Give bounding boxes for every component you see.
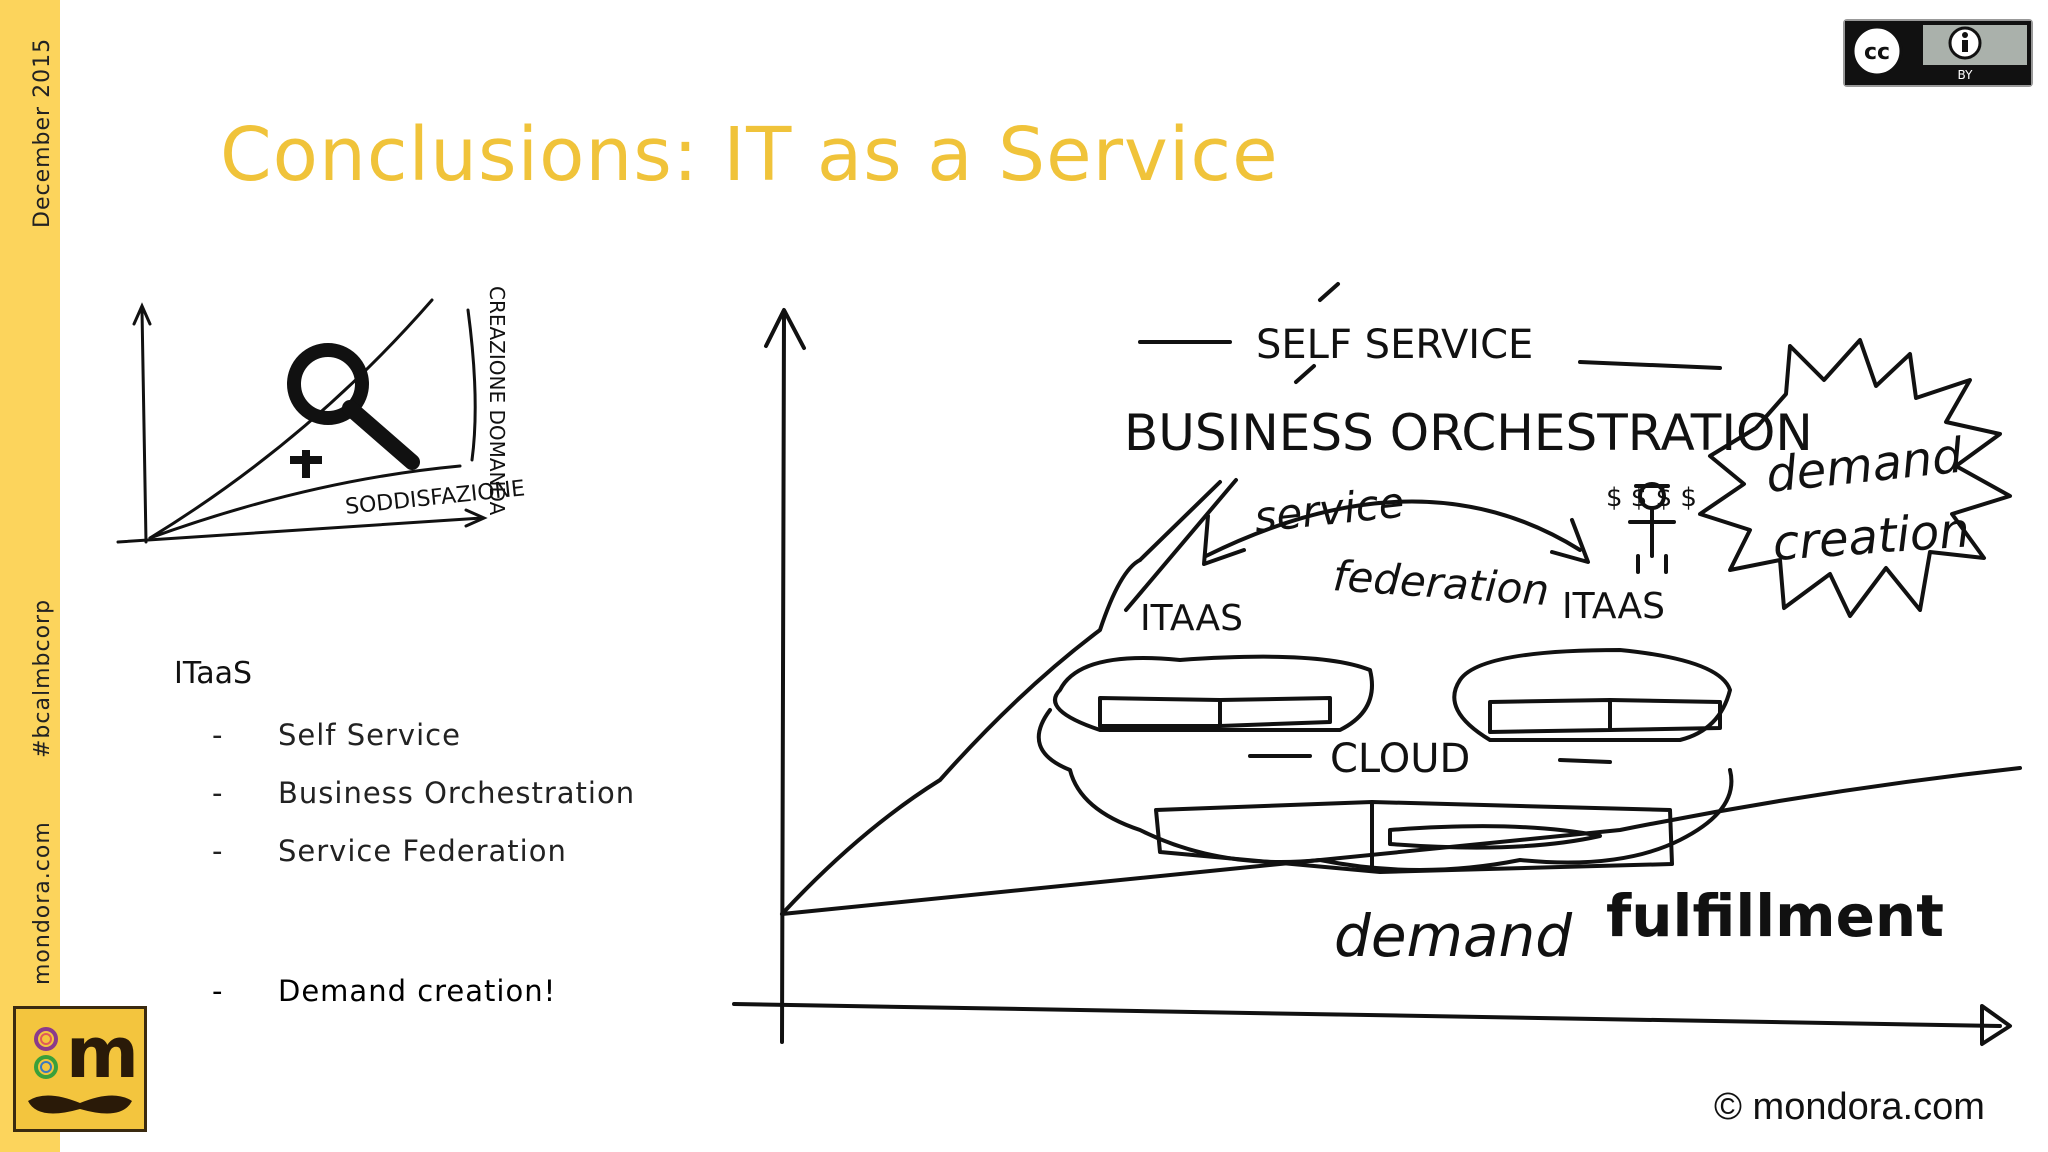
list-item-label: Service Federation — [278, 834, 567, 868]
cc-by-license-badge: cc BY — [1843, 19, 2033, 87]
list-dash: - — [212, 718, 223, 752]
demand-fulfillment-label-1: demand — [1334, 902, 1573, 970]
svg-text:cc: cc — [1864, 40, 1890, 65]
search-female-icon — [287, 343, 420, 478]
list-item-label: Self Service — [278, 718, 461, 752]
cloud-label: CLOUD — [1330, 736, 1470, 782]
itaas-main-sketch: SELF SERVICE BUSINESS ORCHESTRATION serv… — [732, 282, 2022, 1046]
sidebar-date: December 2015 — [30, 37, 55, 228]
satisfaction-demand-sketch: SODDISFAZIONE CREAZIONE DOMANDA — [116, 286, 526, 544]
demand-fulfillment-label-2: fulfillment — [1606, 882, 1944, 950]
list-dash: - — [212, 776, 223, 810]
list-item-label-emphasis: Demand creation! — [278, 974, 557, 1008]
slide-title: Conclusions: IT as a Service — [220, 112, 1279, 198]
copyright-notice: © mondora.com — [1714, 1086, 1985, 1128]
demand-creation-label-small: CREAZIONE DOMANDA — [485, 286, 509, 516]
sidebar — [0, 0, 60, 1152]
list-dash: - — [212, 974, 223, 1008]
list-dash: - — [212, 834, 223, 868]
federation-label: federation — [1331, 551, 1550, 615]
demand-creation-label-2: creation — [1771, 502, 1971, 572]
itaas-right-label: ITAAS — [1562, 586, 1665, 627]
business-orchestration-label: BUSINESS ORCHESTRATION — [1124, 404, 1813, 462]
list-item-label: Business Orchestration — [278, 776, 636, 810]
cc-icon — [1851, 25, 1903, 77]
itaas-left-label: ITAAS — [1140, 598, 1243, 639]
list-heading: ITaaS — [174, 656, 253, 691]
mustache-logo-icon: m — [28, 1012, 139, 1114]
sidebar-website: mondora.com — [30, 821, 55, 985]
service-label: service — [1252, 477, 1407, 541]
logo-letter: m — [66, 1012, 139, 1094]
svg-text:BY: BY — [1958, 68, 1974, 82]
self-service-label: SELF SERVICE — [1256, 322, 1533, 368]
dollar-signs: $ $ $ $ — [1606, 483, 1697, 513]
mondora-logo: m — [13, 1006, 147, 1132]
sidebar-hashtag: #bcalmbcorp — [30, 598, 55, 758]
